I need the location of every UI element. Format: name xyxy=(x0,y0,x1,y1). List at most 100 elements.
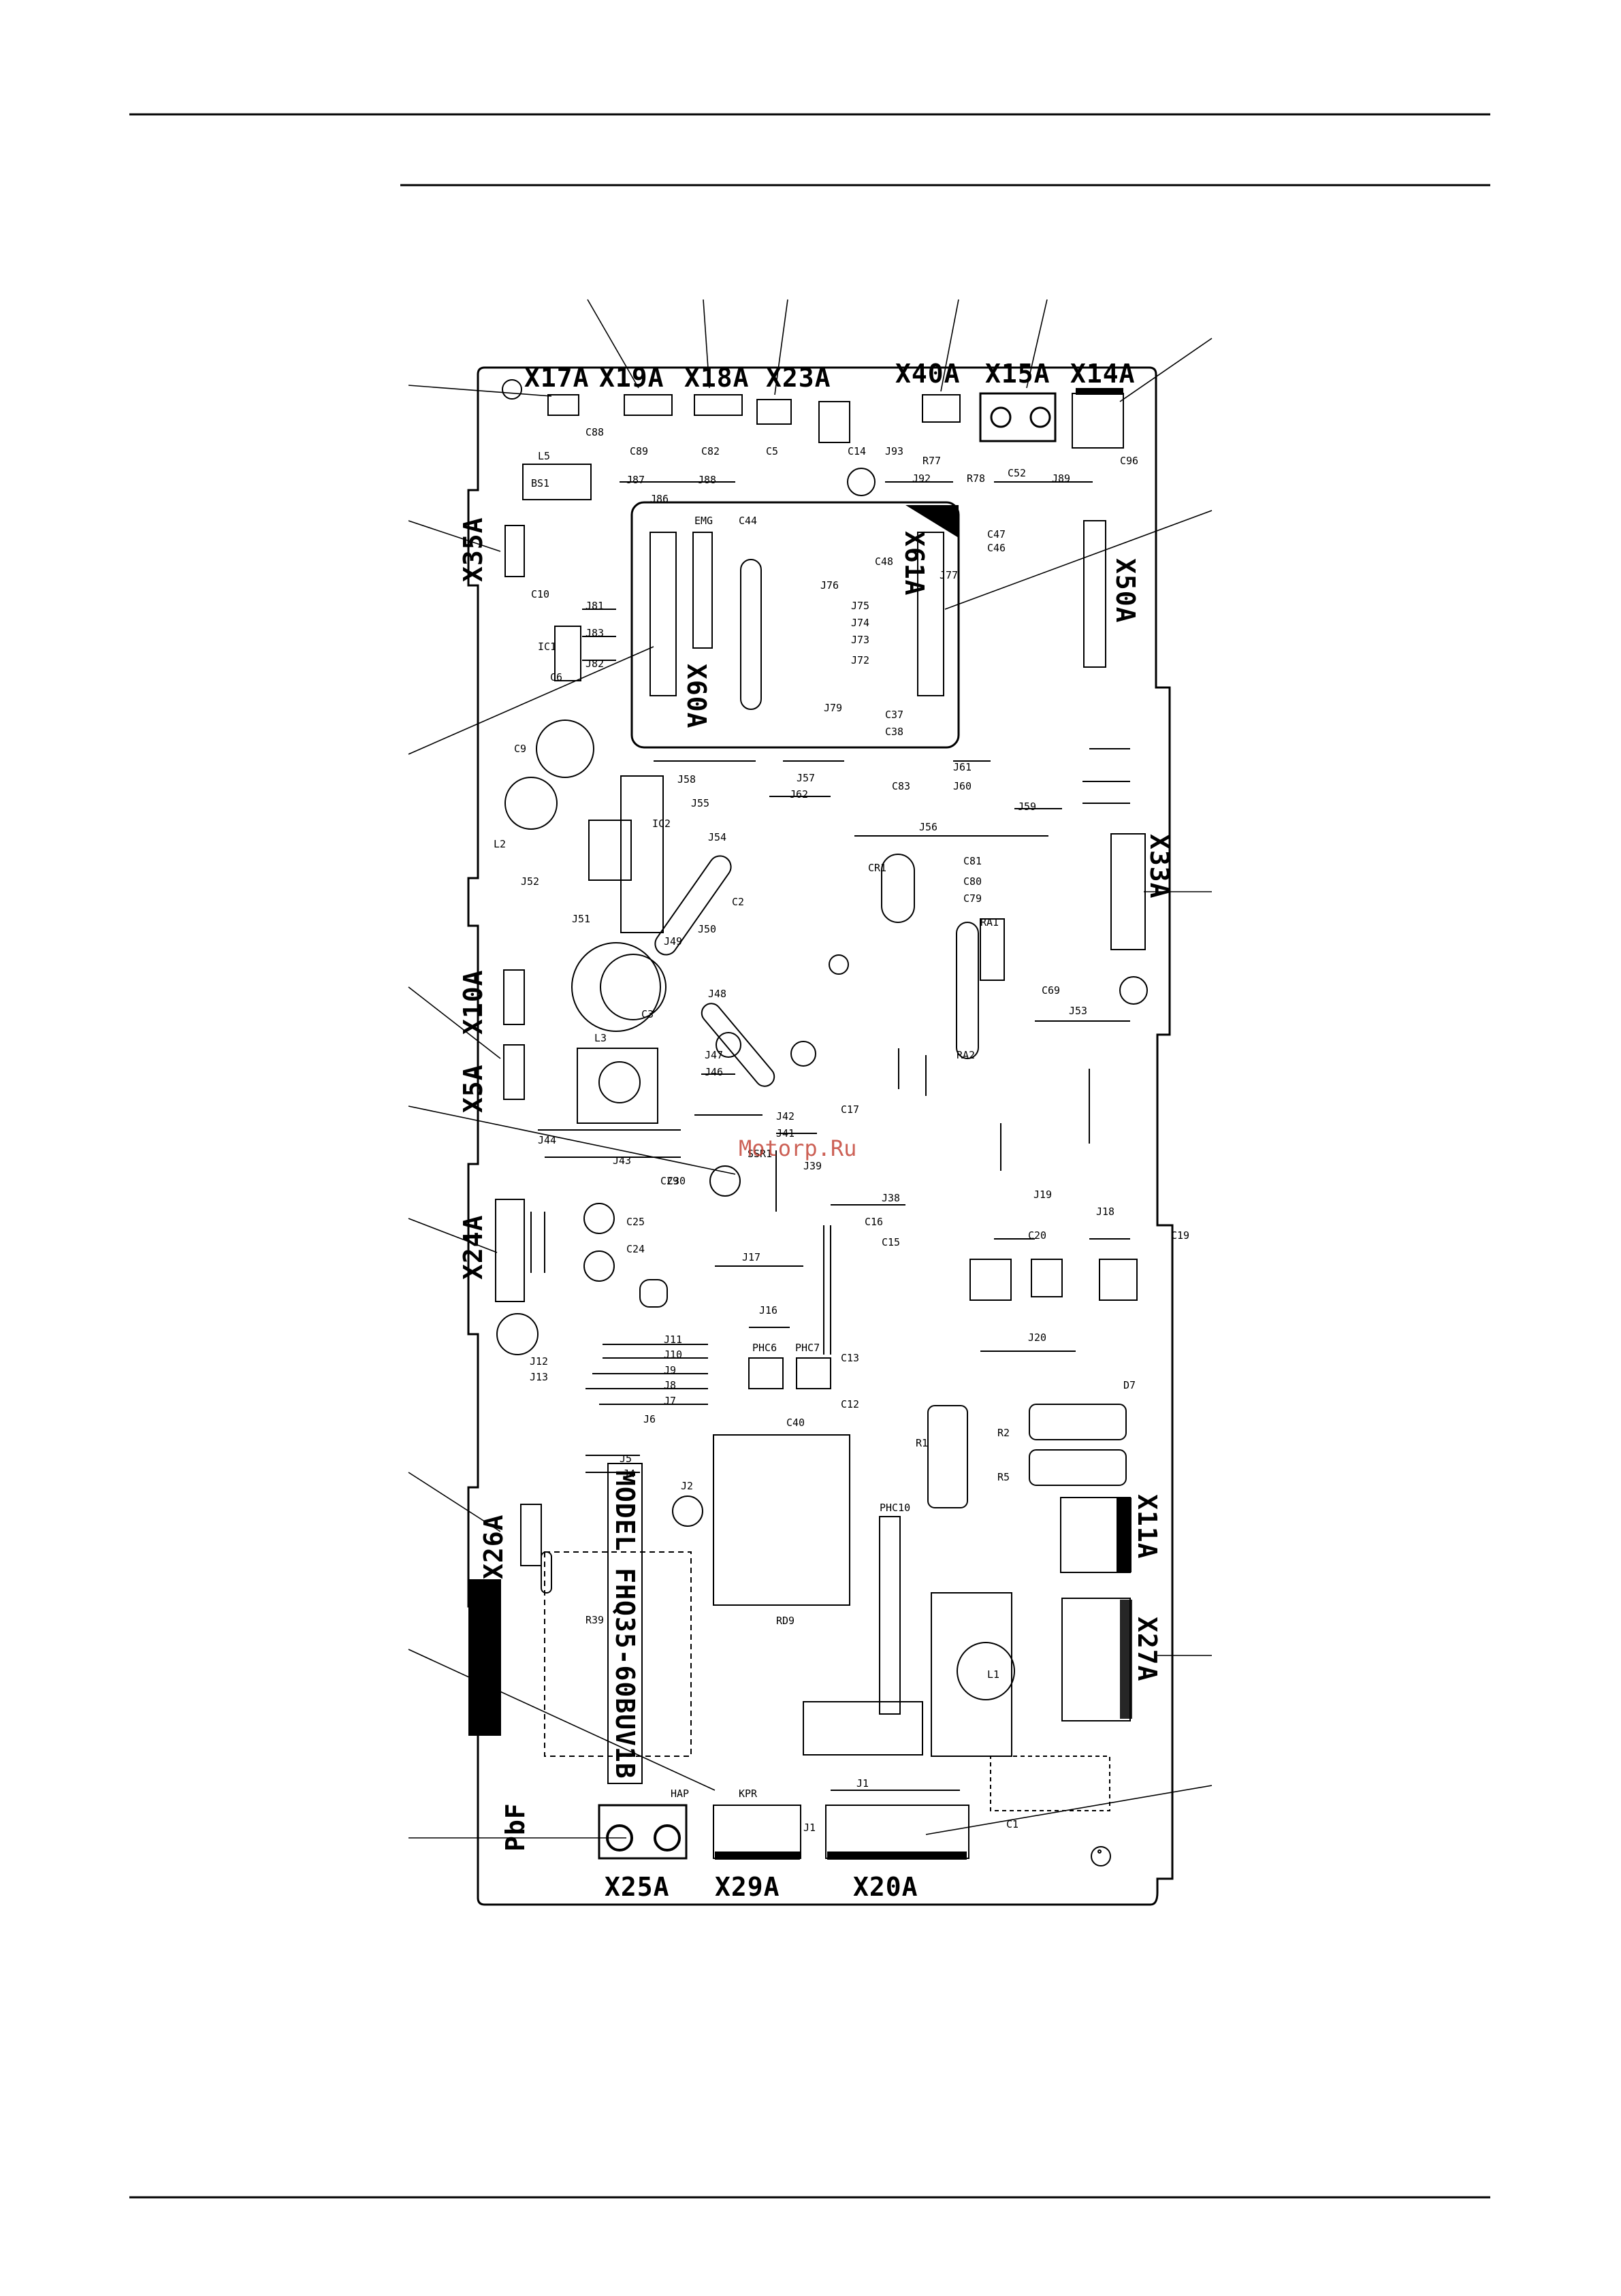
svg-text:J53: J53 xyxy=(1069,1005,1087,1017)
svg-text:C81: C81 xyxy=(963,855,982,867)
connector-label: X10A xyxy=(458,969,488,1035)
svg-text:C47: C47 xyxy=(987,528,1006,540)
svg-text:C14: C14 xyxy=(848,445,866,457)
svg-text:R1: R1 xyxy=(916,1437,928,1449)
connector-label: X33A xyxy=(1144,834,1174,899)
connector-label: X29A xyxy=(715,1872,780,1902)
svg-text:C24: C24 xyxy=(626,1243,645,1255)
svg-text:C29: C29 xyxy=(660,1175,679,1187)
svg-text:J47: J47 xyxy=(705,1049,723,1061)
svg-text:J82: J82 xyxy=(585,658,604,670)
connector-label: X19A xyxy=(599,363,664,393)
svg-text:J1: J1 xyxy=(803,1822,816,1834)
svg-text:BS1: BS1 xyxy=(531,477,549,489)
x60a-body xyxy=(649,532,677,696)
svg-text:J81: J81 xyxy=(585,600,604,612)
black-strip xyxy=(468,1579,501,1736)
svg-text:L5: L5 xyxy=(538,450,550,462)
svg-text:C5: C5 xyxy=(766,445,778,457)
svg-text:PHC7: PHC7 xyxy=(795,1342,820,1354)
traces xyxy=(530,481,1130,1791)
svg-text:C20: C20 xyxy=(1028,1229,1046,1242)
x61a-body xyxy=(917,532,944,696)
connector-label: X26A xyxy=(479,1514,509,1579)
svg-text:D7: D7 xyxy=(1123,1379,1136,1391)
svg-text:RA2: RA2 xyxy=(957,1049,975,1061)
svg-text:J93: J93 xyxy=(885,445,903,457)
svg-text:J13: J13 xyxy=(530,1371,548,1383)
svg-text:J92: J92 xyxy=(912,472,931,485)
svg-text:J55: J55 xyxy=(691,797,709,809)
connector-label: X27A xyxy=(1132,1617,1162,1682)
svg-text:J87: J87 xyxy=(626,474,645,486)
svg-text:PHC6: PHC6 xyxy=(752,1342,777,1354)
svg-text:C69: C69 xyxy=(1042,984,1060,997)
top-connector-row: X17A X19A X18A X23A X40A X15A X14A xyxy=(524,359,1135,449)
connector-label: X40A xyxy=(895,359,961,389)
svg-text:J16: J16 xyxy=(759,1304,777,1316)
svg-text:C46: C46 xyxy=(987,542,1006,554)
connector-label: X20A xyxy=(853,1872,918,1902)
svg-text:J42: J42 xyxy=(776,1110,795,1122)
svg-text:J1: J1 xyxy=(856,1777,869,1790)
svg-text:J5: J5 xyxy=(620,1453,632,1465)
svg-text:R78: R78 xyxy=(967,472,985,485)
svg-text:C6: C6 xyxy=(550,671,562,683)
connector-label: X35A xyxy=(458,517,488,582)
svg-text:C79: C79 xyxy=(963,892,982,905)
svg-text:J75: J75 xyxy=(851,600,869,612)
connector-label: X18A xyxy=(684,363,750,393)
model-label-box xyxy=(607,1463,643,1784)
svg-text:J79: J79 xyxy=(824,702,842,714)
svg-text:RA1: RA1 xyxy=(980,916,999,928)
svg-text:J7: J7 xyxy=(664,1395,676,1407)
ic-corner-mark xyxy=(905,505,959,538)
svg-text:J4: J4 xyxy=(623,1468,635,1480)
svg-text:J11: J11 xyxy=(664,1333,682,1346)
svg-text:C30: C30 xyxy=(667,1175,686,1187)
svg-text:J59: J59 xyxy=(1018,801,1036,813)
mount-hole xyxy=(829,954,849,975)
svg-text:R2: R2 xyxy=(997,1427,1010,1439)
svg-text:J83: J83 xyxy=(585,627,604,639)
svg-text:J9: J9 xyxy=(664,1364,676,1376)
connector-label: X25A xyxy=(605,1872,670,1902)
svg-text:IC1: IC1 xyxy=(538,641,556,653)
svg-text:R77: R77 xyxy=(922,455,941,467)
svg-text:C2: C2 xyxy=(732,896,744,908)
svg-text:C10: C10 xyxy=(531,588,549,600)
mount-hole xyxy=(1091,1846,1111,1866)
svg-text:EMG: EMG xyxy=(694,515,713,527)
svg-text:C16: C16 xyxy=(865,1216,883,1228)
svg-text:J52: J52 xyxy=(521,875,539,888)
svg-text:C3: C3 xyxy=(641,1008,654,1020)
svg-text:R39: R39 xyxy=(585,1614,604,1626)
svg-text:J44: J44 xyxy=(538,1134,556,1146)
connector-label: X50A xyxy=(1110,558,1140,624)
connector-label: X5A xyxy=(458,1064,488,1113)
svg-text:J17: J17 xyxy=(742,1251,760,1263)
svg-text:J71: J71 xyxy=(940,508,958,520)
svg-text:C17: C17 xyxy=(841,1103,859,1116)
x25a-body xyxy=(598,1804,688,1860)
svg-text:J38: J38 xyxy=(882,1192,900,1204)
svg-text:J8: J8 xyxy=(664,1379,676,1391)
svg-text:J72: J72 xyxy=(851,654,869,666)
svg-text:J89: J89 xyxy=(1052,472,1070,485)
board-outline xyxy=(467,366,1174,1906)
pbf-mark: PbF xyxy=(500,1802,530,1852)
model-label: MODEL FHQ35-60BUV1B xyxy=(610,1470,640,1779)
svg-text:C19: C19 xyxy=(1171,1229,1189,1242)
svg-text:J76: J76 xyxy=(820,579,839,592)
svg-text:J86: J86 xyxy=(650,493,669,505)
mount-hole xyxy=(502,379,522,400)
svg-text:J49: J49 xyxy=(664,935,682,948)
svg-text:C38: C38 xyxy=(885,726,903,738)
svg-text:J10: J10 xyxy=(664,1348,682,1361)
svg-text:IC2: IC2 xyxy=(652,818,671,830)
connector-label: X17A xyxy=(524,363,590,393)
watermark: Motorp.Ru xyxy=(739,1135,856,1161)
leader-lines xyxy=(408,299,1213,1839)
connector-label: X60A xyxy=(681,664,711,729)
